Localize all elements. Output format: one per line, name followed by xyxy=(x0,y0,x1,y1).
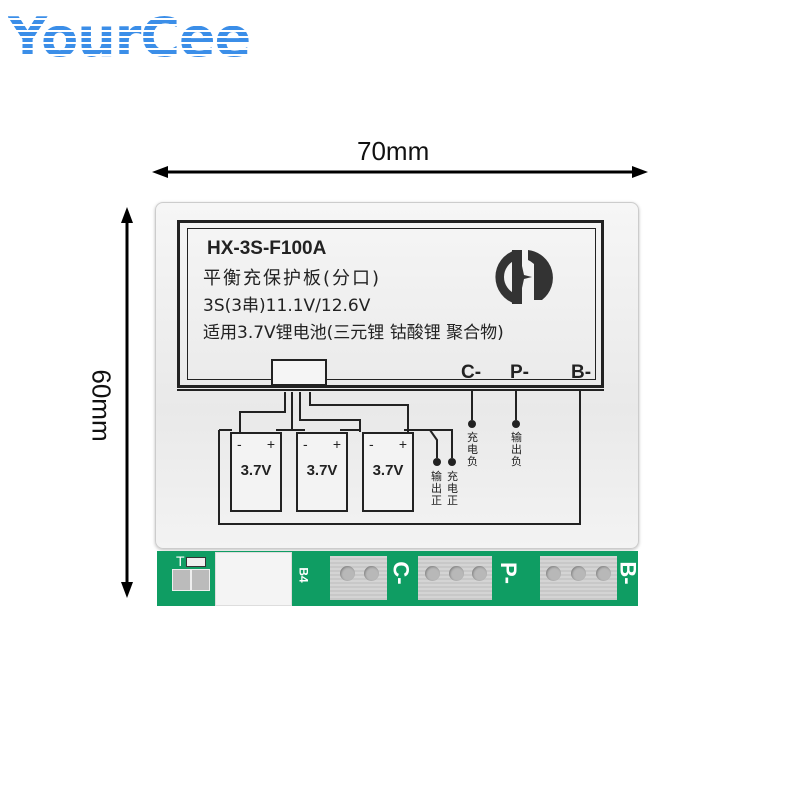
battery-cell-1: - + 3.7V xyxy=(230,432,282,512)
solder-hole xyxy=(571,566,586,581)
label-frame xyxy=(177,220,604,388)
terminal-b-minus: B- xyxy=(571,362,592,383)
charge-positive-label: 充电正 xyxy=(447,470,458,507)
width-dimension-label: 70mm xyxy=(357,136,430,166)
model-number: HX-3S-F100A xyxy=(207,238,327,259)
battery-cell-3: - + 3.7V xyxy=(362,432,414,512)
cell-pos-label: + xyxy=(332,436,341,452)
terminal-p-minus: P- xyxy=(510,362,529,383)
brand-logo: YourCee xyxy=(8,6,251,69)
pcb-label-c-minus: C- xyxy=(388,561,414,585)
cell-voltage: 3.7V xyxy=(372,462,404,479)
terminal-c-minus: C- xyxy=(461,362,482,383)
smd-component xyxy=(186,557,206,567)
usage-text: 适用3.7V锂电池(三元锂 钴酸锂 聚合物) xyxy=(203,323,504,343)
output-negative-label: 输出负 xyxy=(511,431,522,468)
balance-connector xyxy=(215,552,292,606)
cell-neg-label: - xyxy=(303,436,308,452)
cell-pos-label: + xyxy=(266,436,275,452)
pcb-label-p-minus: P- xyxy=(496,562,521,584)
board-title: 平衡充保护板(分口) xyxy=(203,268,382,289)
solder-hole xyxy=(472,566,487,581)
temp-pad-left xyxy=(172,569,191,591)
solder-hole xyxy=(449,566,464,581)
cell-neg-label: - xyxy=(369,436,374,452)
solder-hole xyxy=(425,566,440,581)
pcb-label-b-minus: B- xyxy=(615,561,641,585)
company-logo-icon xyxy=(495,250,553,304)
c-minus-solder-pad xyxy=(330,556,387,600)
solder-hole xyxy=(364,566,379,581)
charge-negative-label: 充电负 xyxy=(467,431,478,468)
spec-text: 3S(3串)11.1V/12.6V xyxy=(203,296,371,316)
cell-voltage: 3.7V xyxy=(240,462,272,479)
solder-hole xyxy=(340,566,355,581)
temp-sensor-label: T xyxy=(176,553,185,569)
temp-pad-right xyxy=(191,569,210,591)
output-positive-label: 输出正 xyxy=(431,470,442,507)
connector-label: B4 xyxy=(296,567,311,583)
solder-hole xyxy=(546,566,561,581)
label-inner-frame xyxy=(187,228,596,380)
cell-pos-label: + xyxy=(398,436,407,452)
battery-cell-2: - + 3.7V xyxy=(296,432,348,512)
cell-neg-label: - xyxy=(237,436,242,452)
solder-hole xyxy=(596,566,611,581)
cell-voltage: 3.7V xyxy=(306,462,338,479)
